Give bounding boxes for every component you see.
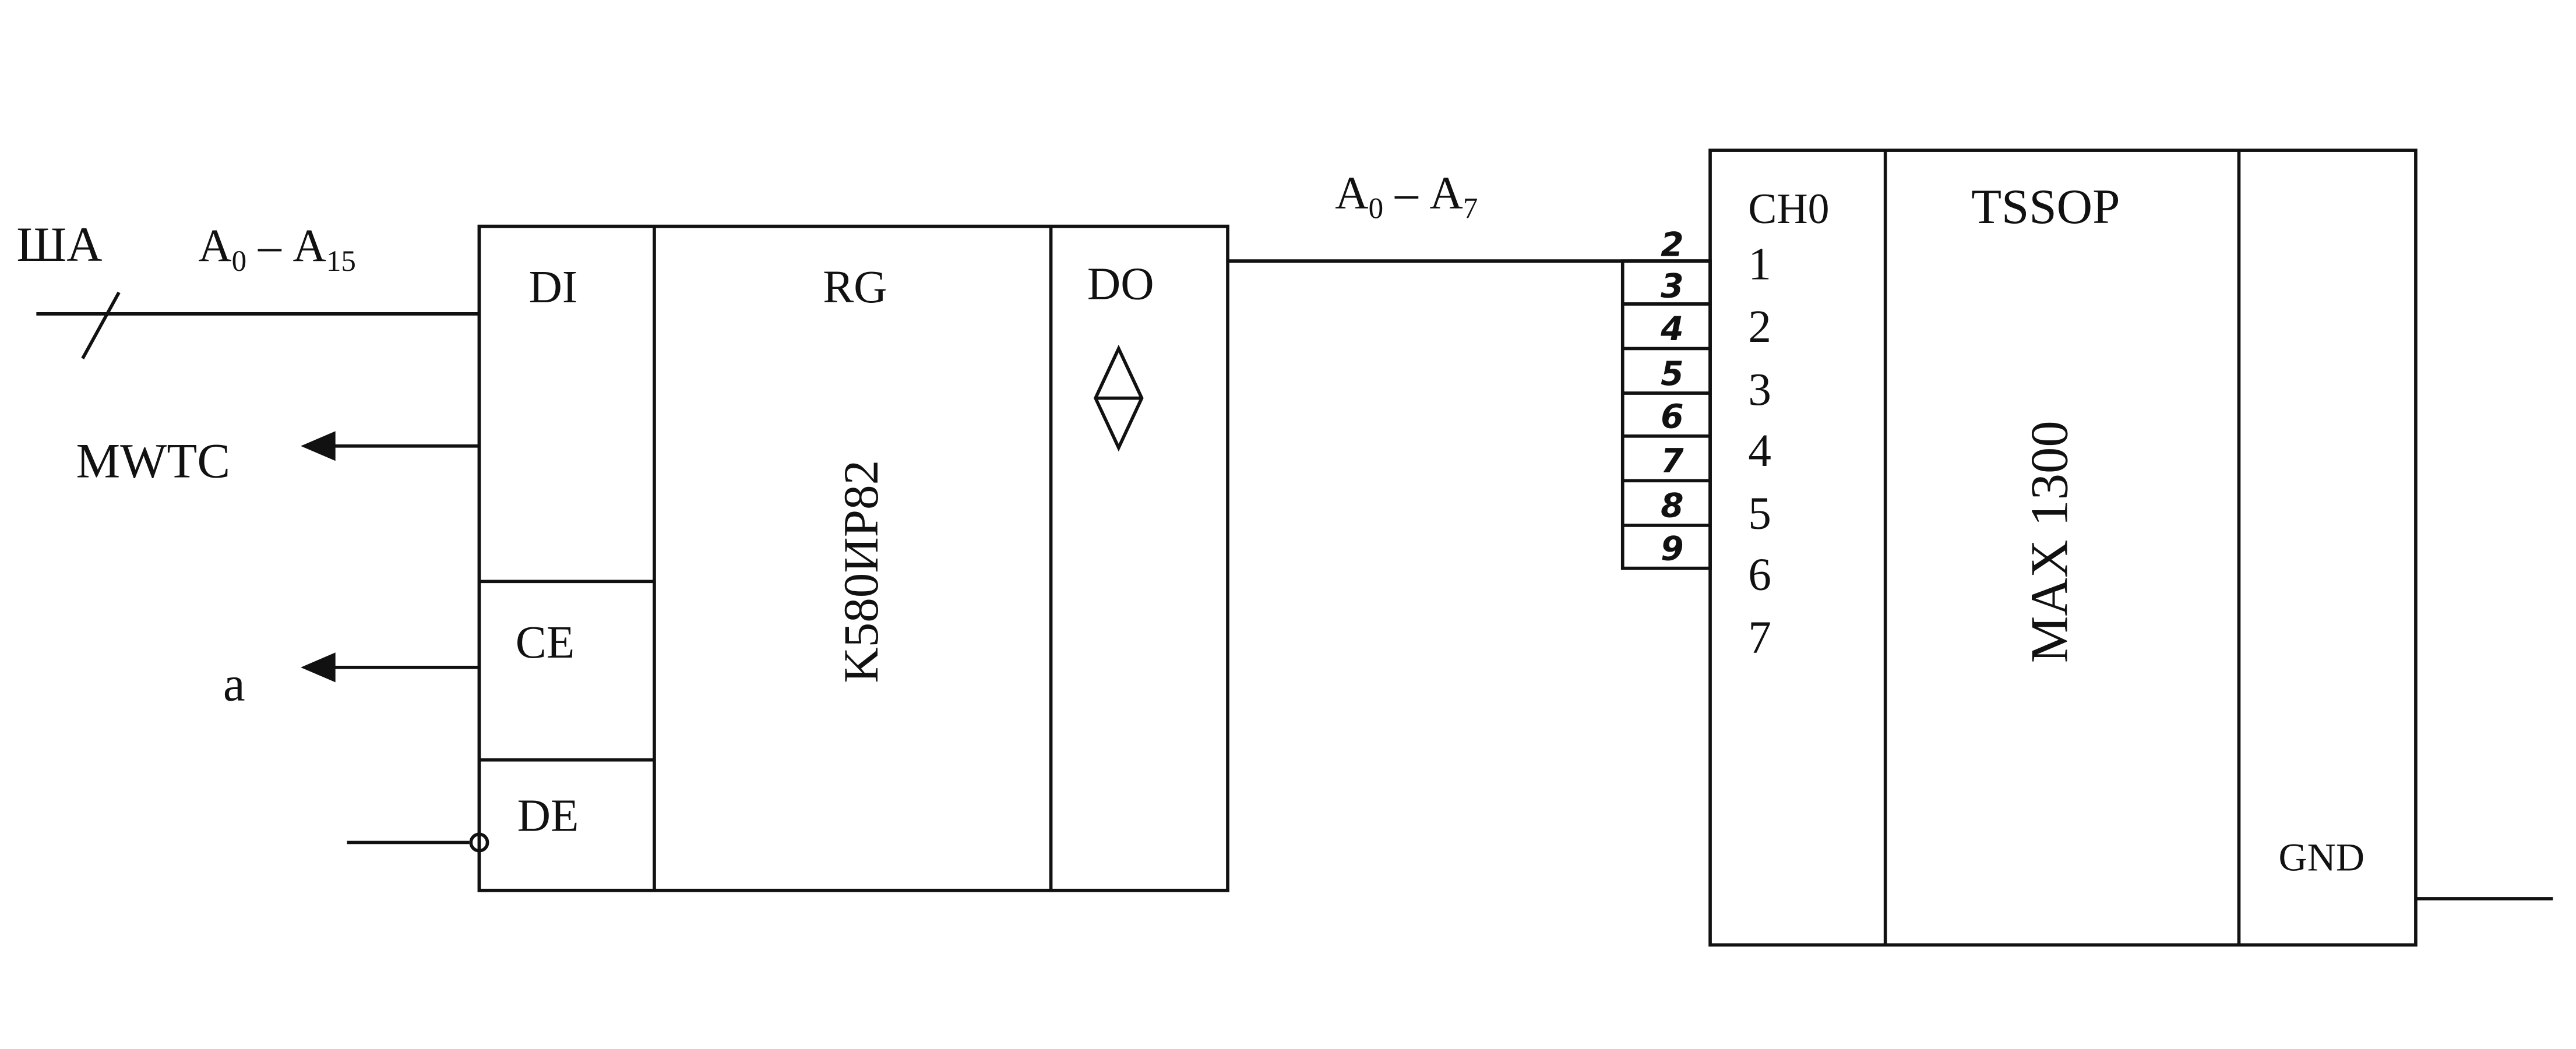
adc-channel-label: 4 bbox=[1748, 425, 1771, 476]
adc-channel-label: 5 bbox=[1748, 488, 1771, 539]
register-di-label: DI bbox=[528, 262, 577, 313]
register-outline bbox=[477, 224, 1229, 892]
mwtc-arrow-icon bbox=[301, 431, 336, 461]
adc-package-label: TSSOP bbox=[1971, 179, 2120, 234]
adc-outline bbox=[1708, 149, 2418, 947]
pin-number: 6 bbox=[1661, 398, 1683, 436]
pin-number: 4 bbox=[1660, 310, 1683, 348]
mwtc-label: MWTC bbox=[76, 434, 230, 489]
adc-gnd-label: GND bbox=[2279, 835, 2364, 880]
bus-name: ША bbox=[16, 217, 102, 272]
adc-channel-label: 6 bbox=[1748, 549, 1771, 601]
bus-range-left: A0 – A15 bbox=[198, 220, 356, 278]
bidirectional-icon bbox=[1094, 344, 1144, 452]
pin-number: 8 bbox=[1661, 487, 1683, 525]
register-ce-label: CE bbox=[516, 617, 575, 668]
bus-slash bbox=[81, 291, 121, 359]
register-do-label: DO bbox=[1087, 258, 1154, 309]
adc-channel-list: 1 2 3 4 5 6 7 bbox=[1748, 238, 1771, 663]
register-rg-label: RG bbox=[823, 262, 887, 313]
pin-number: 2 bbox=[1661, 226, 1683, 264]
adc-channel-label: 3 bbox=[1748, 364, 1771, 415]
adc-channel-label: 7 bbox=[1748, 612, 1771, 663]
pin-number-group: 2 3 4 5 6 7 8 9 bbox=[1660, 226, 1684, 568]
adc-ch0-label: CH0 bbox=[1748, 185, 1829, 232]
pin-number: 7 bbox=[1661, 442, 1684, 481]
adc-channel-label: 2 bbox=[1748, 301, 1771, 352]
a-label: a bbox=[223, 657, 245, 712]
adc-channel-label: 1 bbox=[1748, 238, 1771, 289]
register-de-label: DE bbox=[517, 790, 579, 842]
bus-range-right: A0 – A7 bbox=[1335, 167, 1478, 225]
register-part-label: K580ИР82 bbox=[834, 460, 889, 683]
adc-part-label: MAX 1300 bbox=[2020, 421, 2079, 663]
pin-number: 9 bbox=[1661, 529, 1683, 568]
pin-number: 3 bbox=[1661, 267, 1683, 306]
a-arrow-icon bbox=[301, 652, 336, 683]
pin-number: 5 bbox=[1661, 355, 1683, 393]
